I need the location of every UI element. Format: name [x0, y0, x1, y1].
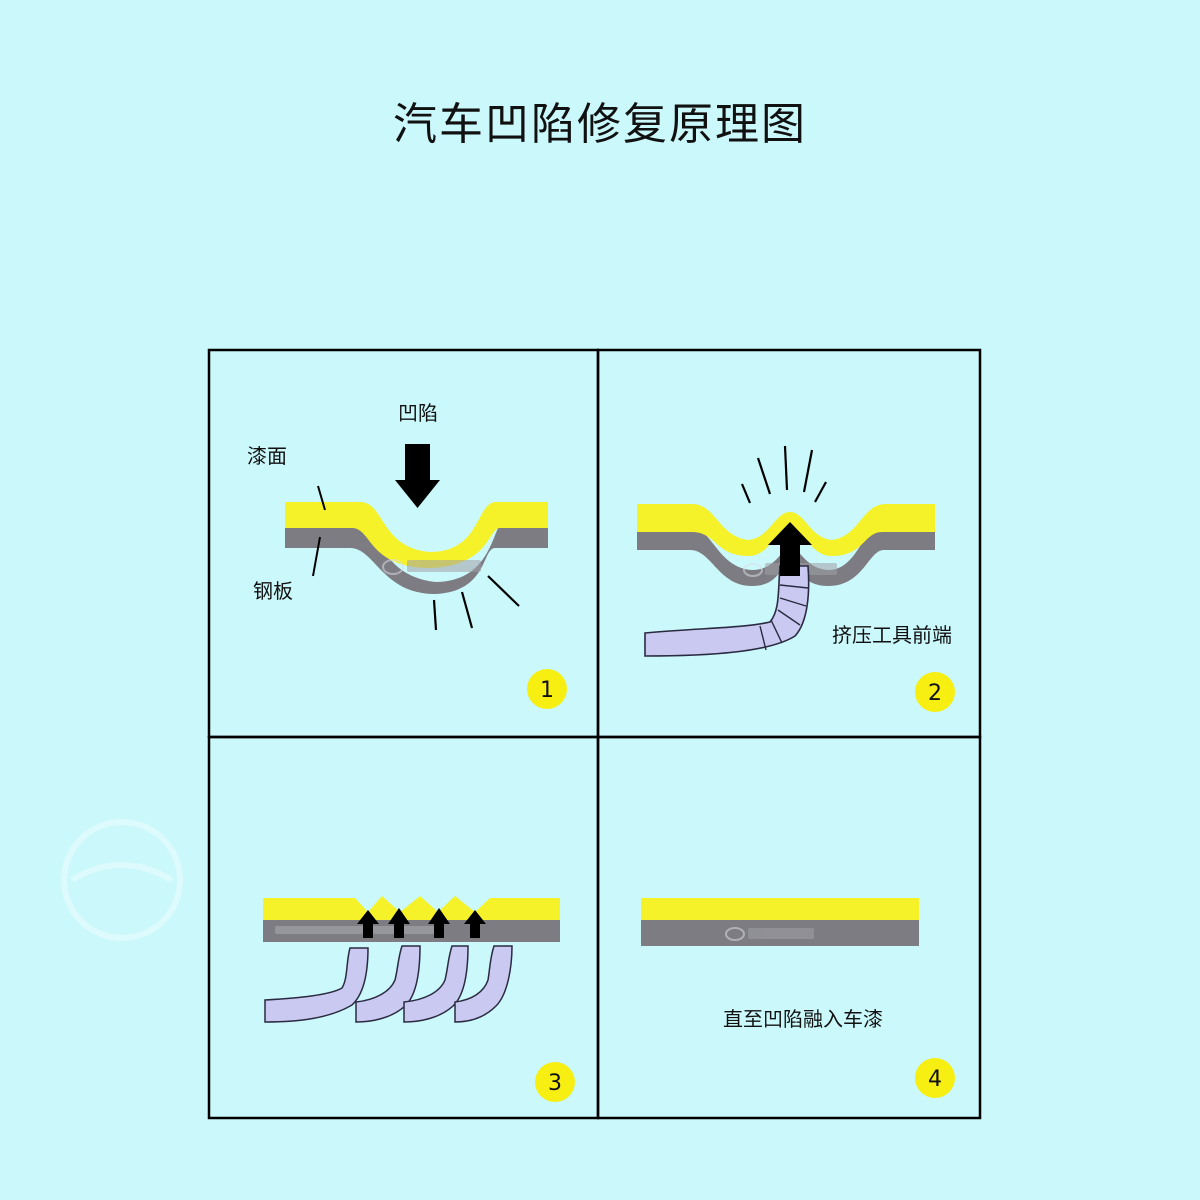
- panel-1: 凹陷 漆面 钢板 1: [207, 348, 600, 739]
- pressing-tools: [264, 945, 513, 1023]
- panel-2: 挤压工具前端 2: [596, 348, 982, 739]
- step-badge: [915, 1058, 955, 1098]
- steel-logo-mark: [275, 926, 435, 934]
- steel-logo-mark: [725, 927, 814, 941]
- multi-up-arrows: [357, 908, 486, 938]
- steel-leader-line: [312, 536, 321, 577]
- tool-tip-a: [264, 947, 369, 1023]
- step-badge: [915, 672, 955, 712]
- radiating-lines: [740, 445, 827, 504]
- paint-layer-dented: [285, 502, 548, 568]
- dent-label: 凹陷: [398, 401, 438, 425]
- panel-4: 直至凹陷融入车漆 4: [596, 735, 982, 1120]
- pressing-tool: [644, 565, 810, 657]
- page-title: 汽车凹陷修复原理图: [393, 99, 807, 150]
- impact-lines: [432, 575, 520, 631]
- step-number: 4: [928, 1067, 942, 1092]
- step-badge: [535, 1062, 575, 1102]
- watermark-logo: [61, 819, 183, 941]
- steel-logo-mark: [382, 559, 481, 575]
- down-arrow-icon: [395, 444, 440, 508]
- step-number: 1: [540, 678, 554, 703]
- result-label: 直至凹陷融入车漆: [723, 1007, 883, 1031]
- tool-grip-ticks: [759, 584, 809, 651]
- paint-layer-multi: [263, 896, 560, 920]
- paint-layer-repaired: [641, 898, 919, 920]
- up-arrow-icon: [768, 522, 812, 576]
- tool-label: 挤压工具前端: [832, 623, 952, 647]
- panel-3: 3: [207, 735, 600, 1120]
- paint-leader-line: [317, 485, 326, 511]
- steel-plate-dented: [285, 520, 548, 594]
- step-number: 2: [928, 681, 942, 706]
- tool-tip-d: [454, 945, 513, 1023]
- paint-label: 漆面: [247, 444, 287, 468]
- steel-label: 钢板: [253, 579, 293, 603]
- step-number: 3: [548, 1071, 562, 1096]
- step-badge: [527, 669, 567, 709]
- tool-tip-c: [403, 945, 469, 1023]
